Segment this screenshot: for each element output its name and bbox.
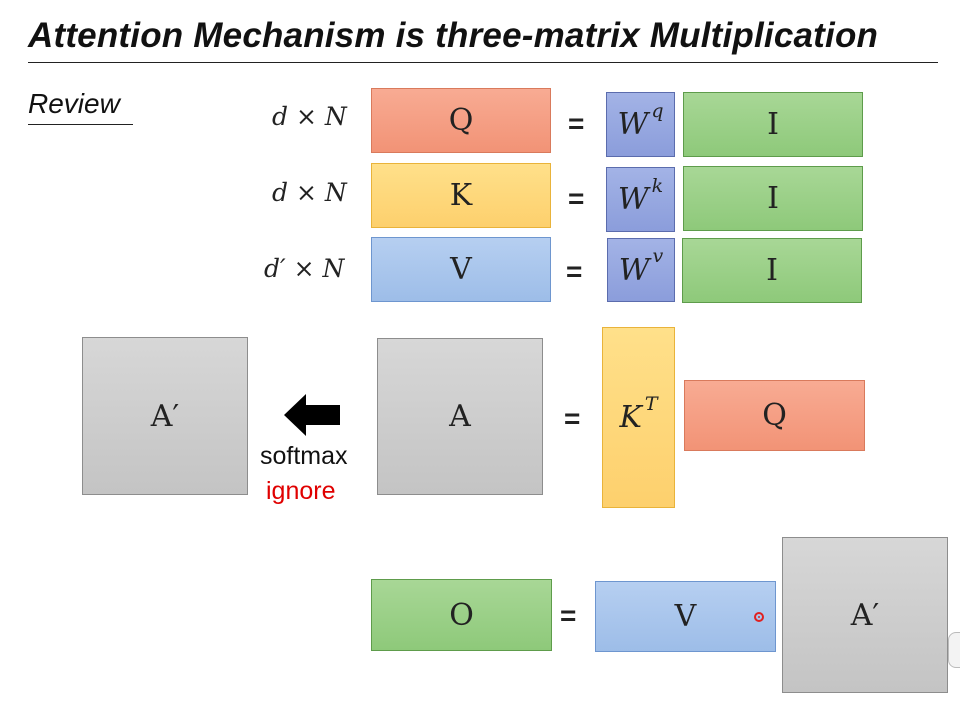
q-input-matrix: I [683, 92, 863, 157]
k-input-matrix: I [683, 166, 863, 231]
v-matrix: V [371, 237, 551, 302]
kt-superscript: T [644, 392, 658, 415]
slide-title: Attention Mechanism is three-matrix Mult… [28, 16, 879, 55]
v-input-label: I [766, 253, 778, 288]
a-prime-output-label: A′ [850, 597, 880, 633]
k-input-label: I [767, 181, 779, 216]
pointer-cursor-icon [754, 612, 764, 622]
output-equals-sign: = [560, 600, 577, 631]
q-equals-sign: = [568, 108, 585, 139]
v-equals-sign: = [566, 256, 583, 287]
side-panel-tab-icon[interactable] [948, 632, 960, 668]
k-dimension-label: d × N [272, 178, 347, 207]
q-input-label: I [767, 107, 779, 142]
wv-superscript: v [652, 245, 664, 267]
title-underline [28, 62, 938, 63]
v-dimension-label: d′ × N [264, 254, 345, 283]
v-matrix-label: V [450, 252, 472, 287]
wk-superscript: k [651, 174, 664, 197]
k-equals-sign: = [568, 183, 585, 214]
attention-equals-sign: = [564, 403, 581, 434]
kt-symbol: K [619, 400, 642, 435]
a-prime-matrix: A′ [82, 337, 248, 495]
v-matrix-output: V [595, 581, 776, 652]
ignore-note: ignore [266, 477, 336, 505]
q-matrix-label: Q [448, 103, 474, 138]
v-output-label: V [674, 599, 697, 634]
review-underline [28, 124, 133, 125]
k-matrix: K [371, 163, 551, 228]
wv-symbol: W [618, 252, 650, 288]
softmax-label: softmax [260, 442, 348, 470]
wq-symbol: W [617, 107, 649, 142]
q-matrix: Q [371, 88, 551, 153]
k-matrix-label: K [449, 178, 473, 213]
softmax-arrow-icon [284, 394, 340, 436]
review-label: Review [28, 88, 120, 119]
q-attention-label: Q [762, 398, 787, 433]
q-dimension-label: d × N [272, 102, 347, 131]
q-matrix-attention: Q [684, 380, 865, 451]
a-prime-matrix-output: A′ [782, 537, 948, 693]
a-matrix-label: A [449, 399, 471, 434]
o-matrix: O [371, 579, 552, 651]
o-matrix-label: O [449, 597, 474, 633]
v-input-matrix: I [682, 238, 862, 303]
wk-symbol: W [617, 182, 649, 217]
a-prime-label: A′ [150, 398, 180, 434]
wq-superscript: q [651, 99, 664, 122]
a-matrix: A [377, 338, 543, 495]
